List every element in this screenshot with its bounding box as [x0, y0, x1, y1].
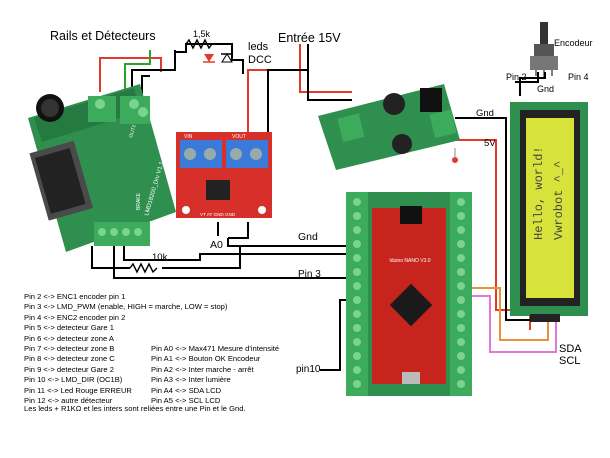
label-5v: 5V: [484, 138, 496, 149]
label-rails: Rails et Détecteurs: [50, 29, 156, 43]
lmd18200-driver-board: [28, 84, 176, 252]
label-scl: SCL: [559, 355, 580, 367]
max471-vin-label: VIN: [184, 134, 193, 140]
wires: [91, 43, 557, 371]
wire-enc-gnd: [519, 72, 546, 96]
wire-drv-10k: [91, 246, 130, 269]
label-resistor-1k5: 1,5k: [193, 29, 211, 39]
label-enc-pin2: Pin 2: [506, 72, 527, 82]
pin-list-item: Pin 11 <-> Led Rouge ERREUR: [24, 385, 132, 395]
wire-gnd-black: [455, 117, 540, 321]
resistor-1k5: [185, 38, 213, 50]
analog-pin-item: Pin A2 <-> Inter marche - arrêt: [151, 364, 254, 374]
label-dcc: DCC: [248, 54, 272, 66]
label-gnd-mid: Gnd: [298, 231, 318, 243]
analog-pin-item: Pin A1 <-> Bouton OK Encodeur: [151, 354, 261, 364]
wire-rail-red: [99, 57, 162, 92]
label-pin3: Pin 3: [298, 269, 321, 280]
nano-board-label: Iduino NANO V3.0: [389, 258, 430, 264]
label-entree-15v: Entrée 15V: [278, 31, 341, 45]
analog-pin-item: Pin A0 <-> Max471 Mesure d'intensité: [151, 344, 280, 353]
wire-vin-red: [247, 69, 298, 136]
wire-gnd-bus2: [228, 222, 249, 239]
arduino-nano-shield: [346, 192, 472, 396]
wire-gnd-bus: [227, 238, 348, 247]
label-gnd-right: Gnd: [476, 108, 494, 119]
wire-15v-black: [307, 44, 352, 101]
pin-list-item: Pin 8 <-> detecteur zone C: [24, 354, 115, 364]
pin-list-item: Pin 5 <-> detecteur Gare 1: [24, 323, 114, 333]
terminal-screws-right: [457, 198, 465, 388]
terminal-screws-left: [353, 198, 361, 388]
wire-enc-pin2: [515, 72, 539, 83]
led-dcc-1: [203, 54, 215, 63]
wire-15v-red: [299, 44, 352, 93]
lcd-line-2: Vwrobot ^_^: [552, 161, 566, 240]
label-enc-gnd: Gnd: [537, 84, 554, 94]
voltage-regulator-board: [318, 84, 460, 170]
analog-pin-item: Pin A5 <-> SCL LCD: [151, 396, 221, 406]
led-dcc-2: [221, 53, 233, 63]
lcd-display: [510, 102, 588, 322]
driver-out1-label: OUT1: [128, 124, 138, 139]
pin-list-item: Pin 12 <-> autre détecteur: [24, 396, 113, 406]
wire-sda: [470, 287, 549, 341]
wiring-note: Les leds + R1KΩ et les inters sont relié…: [24, 404, 246, 413]
label-encodeur: Encodeur: [554, 38, 593, 48]
wire-resistor: [175, 43, 244, 74]
resistor-10k: [129, 262, 158, 274]
wire-rail-green: [124, 50, 151, 98]
pin-list-item: Pin 6 <-> detecteur zone A: [24, 333, 114, 343]
driver-brake-label: BRAKE: [136, 192, 142, 210]
wire-rail-black: [131, 50, 176, 98]
pin-list-item: Pin 7 <-> detecteur zone B: [24, 344, 115, 354]
analog-pin-item: Pin A3 <-> Inter lumière: [151, 375, 231, 385]
label-sda: SDA: [559, 343, 582, 355]
max471-vout-label: VOUT: [232, 134, 246, 140]
rotary-encoder: [530, 22, 558, 78]
label-a0: A0: [210, 239, 223, 251]
lcd-line-1: Hello, world!: [532, 146, 546, 240]
analog-pin-item: Pin A4 <-> SDA LCD: [151, 385, 222, 395]
max471-pins-label: VT AT GND GND: [200, 212, 236, 217]
pin-list-item: Pin 10 <-> LMD_DIR (OC1B): [24, 375, 123, 385]
label-leds: leds: [248, 41, 269, 53]
wire-rail-black2: [141, 75, 150, 98]
pin-list-item: Pin 3 <-> LMD_PWM (enable, HIGH = marche…: [24, 302, 228, 312]
pin-list-item: Pin 4 <-> ENC2 encoder pin 2: [24, 312, 126, 322]
pin-list-item: Pin 9 <-> detecteur Gare 2: [24, 364, 114, 374]
wire-scl: [470, 295, 557, 353]
label-enc-pin4: Pin 4: [568, 72, 589, 82]
pin-list-item: Pin 2 <-> ENC1 encoder pin 1: [24, 292, 126, 301]
wire-drv-pin3: [113, 246, 348, 279]
wire-drv-dir: [123, 246, 348, 261]
wire-vout-black: [267, 69, 308, 136]
wire-pin10: [320, 299, 348, 371]
max471-current-sensor: [176, 132, 272, 218]
label-pin10: pin10: [296, 364, 321, 375]
label-10k: 10k: [152, 252, 168, 263]
